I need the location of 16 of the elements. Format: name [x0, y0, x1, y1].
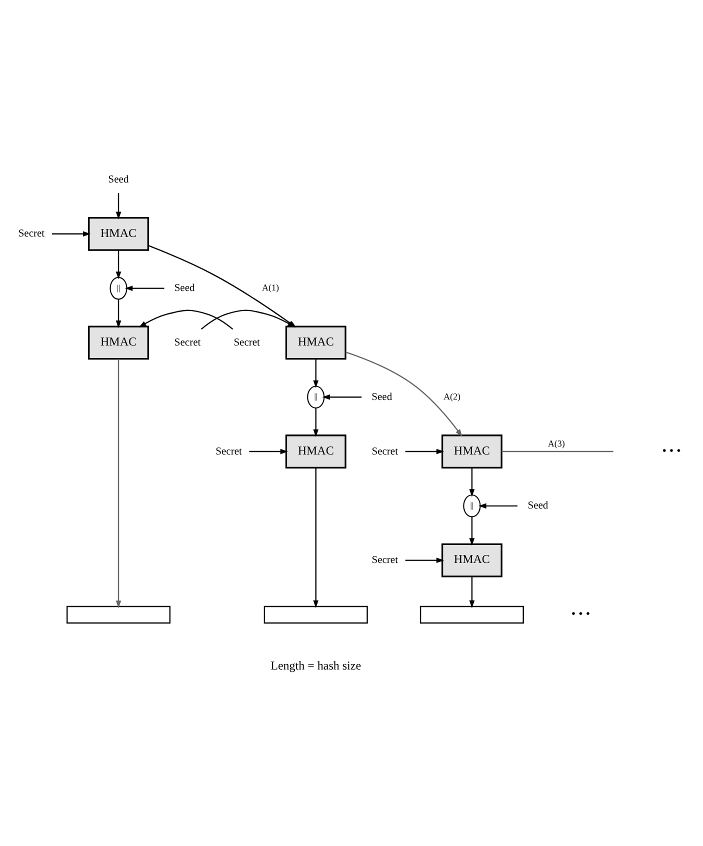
node-text: Seed [372, 392, 392, 403]
edge-label: A(2) [444, 391, 461, 402]
node-text: Seed [108, 174, 129, 186]
node-text: Secret [18, 228, 45, 240]
node-text: Secret [372, 555, 398, 566]
label: Length = hash size [270, 658, 362, 672]
edge-label: A(1) [262, 282, 279, 293]
edge-label: A(3) [548, 438, 565, 449]
node-text: Seed [174, 283, 195, 294]
node-text: Seed [528, 500, 548, 512]
label: • • • [571, 606, 590, 621]
node-text: Secret [372, 446, 398, 458]
node-text: Secret [216, 446, 242, 458]
node-text: Secret [174, 337, 201, 348]
label: • • • [662, 443, 681, 458]
node-text: Secret [234, 337, 260, 348]
